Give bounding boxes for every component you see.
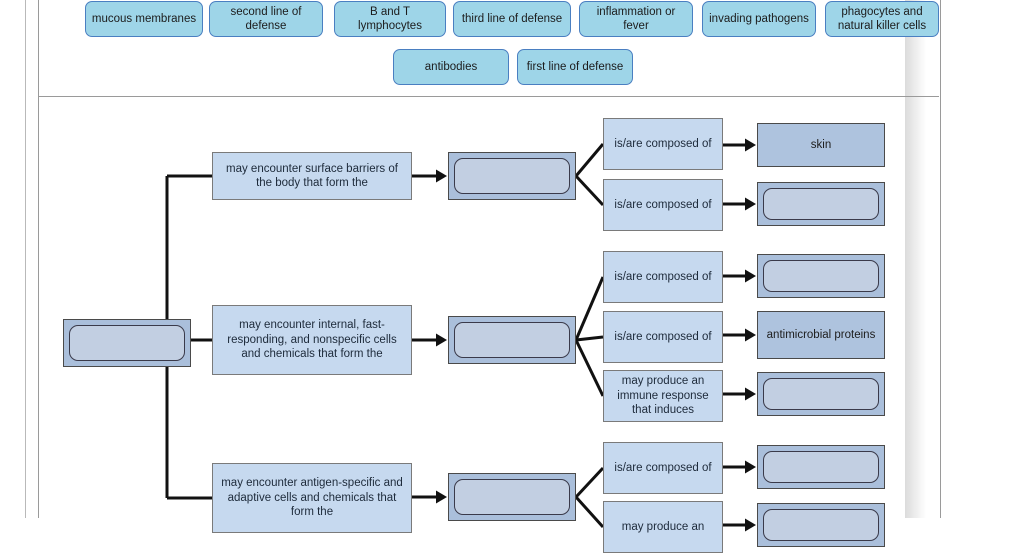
drop-slot-outline [763, 451, 879, 483]
leaf-connector-label-label: may produce an [621, 520, 705, 533]
leaf-answer-filled[interactable]: antimicrobial proteins [757, 311, 885, 359]
drop-slot-outline [454, 158, 570, 194]
bank-diagram-divider [39, 96, 939, 97]
leaf-connector-label-label: may produce an immune response that indu… [617, 375, 709, 417]
leaf-connector-label-label: is/are composed of [614, 198, 712, 211]
branch-drop-slot-first-line[interactable] [448, 152, 576, 200]
page-margin-rule-inner [38, 0, 39, 518]
concept-map-diagram: may encounter surface barriers of the bo… [39, 97, 905, 553]
bank-tile[interactable]: second line of defense [209, 1, 323, 37]
leaf-answer-filled[interactable]: skin [757, 123, 885, 167]
leaf-connector-label-label: is/are composed of [614, 270, 712, 283]
branch-drop-slot-third-line[interactable] [448, 473, 576, 521]
drop-slot-outline [454, 322, 570, 358]
drop-slot-outline [454, 479, 570, 515]
leaf-connector-label: is/are composed of [603, 118, 723, 170]
leaf-connector-label: is/are composed of [603, 442, 723, 494]
bank-tile[interactable]: inflammation or fever [579, 1, 693, 37]
leaf-drop-slot[interactable] [757, 182, 885, 226]
bank-tile[interactable]: mucous membranes [85, 1, 203, 37]
bank-tile[interactable]: first line of defense [517, 49, 633, 85]
leaf-drop-slot[interactable] [757, 445, 885, 489]
leaf-connector-label-label: is/are composed of [614, 461, 712, 474]
branch-prompt-first-line-label: may encounter surface barriers of the bo… [226, 162, 398, 189]
leaf-drop-slot[interactable] [757, 254, 885, 298]
bank-tile[interactable]: third line of defense [453, 1, 571, 37]
leaf-connector-label: may produce an immune response that indu… [603, 370, 723, 422]
drop-slot-outline [763, 188, 879, 220]
branch-prompt-third-line-label: may encounter antigen-specific and adapt… [221, 477, 403, 519]
drop-slot-outline [763, 378, 879, 410]
leaf-connector-label: may produce an [603, 501, 723, 553]
leaf-connector-label: is/are composed of [603, 179, 723, 231]
leaf-answer-filled-label: antimicrobial proteins [766, 328, 876, 341]
branch-prompt-second-line-label: may encounter internal, fast-responding,… [227, 319, 397, 361]
bank-tile[interactable]: invading pathogens [702, 1, 816, 37]
leaf-connector-label: is/are composed of [603, 251, 723, 303]
bank-tile[interactable]: B and T lymphocytes [334, 1, 446, 37]
page-right-rule [940, 0, 941, 518]
leaf-connector-label-label: is/are composed of [614, 137, 712, 150]
drop-slot-outline [69, 325, 185, 361]
leaf-answer-filled-label: skin [810, 138, 832, 151]
leaf-drop-slot[interactable] [757, 372, 885, 416]
branch-prompt-second-line: may encounter internal, fast-responding,… [212, 305, 412, 375]
bank-tile[interactable]: phagocytes and natural killer cells [825, 1, 939, 37]
leaf-connector-label: is/are composed of [603, 311, 723, 363]
page-edge-shadow [905, 0, 939, 518]
drop-slot-outline [763, 509, 879, 541]
bank-tile[interactable]: antibodies [393, 49, 509, 85]
root-drop-slot[interactable] [63, 319, 191, 367]
page-margin-rule-outer [25, 0, 26, 518]
leaf-drop-slot[interactable] [757, 503, 885, 547]
branch-prompt-first-line: may encounter surface barriers of the bo… [212, 152, 412, 200]
branch-prompt-third-line: may encounter antigen-specific and adapt… [212, 463, 412, 533]
branch-drop-slot-second-line[interactable] [448, 316, 576, 364]
leaf-connector-label-label: is/are composed of [614, 330, 712, 343]
drop-slot-outline [763, 260, 879, 292]
